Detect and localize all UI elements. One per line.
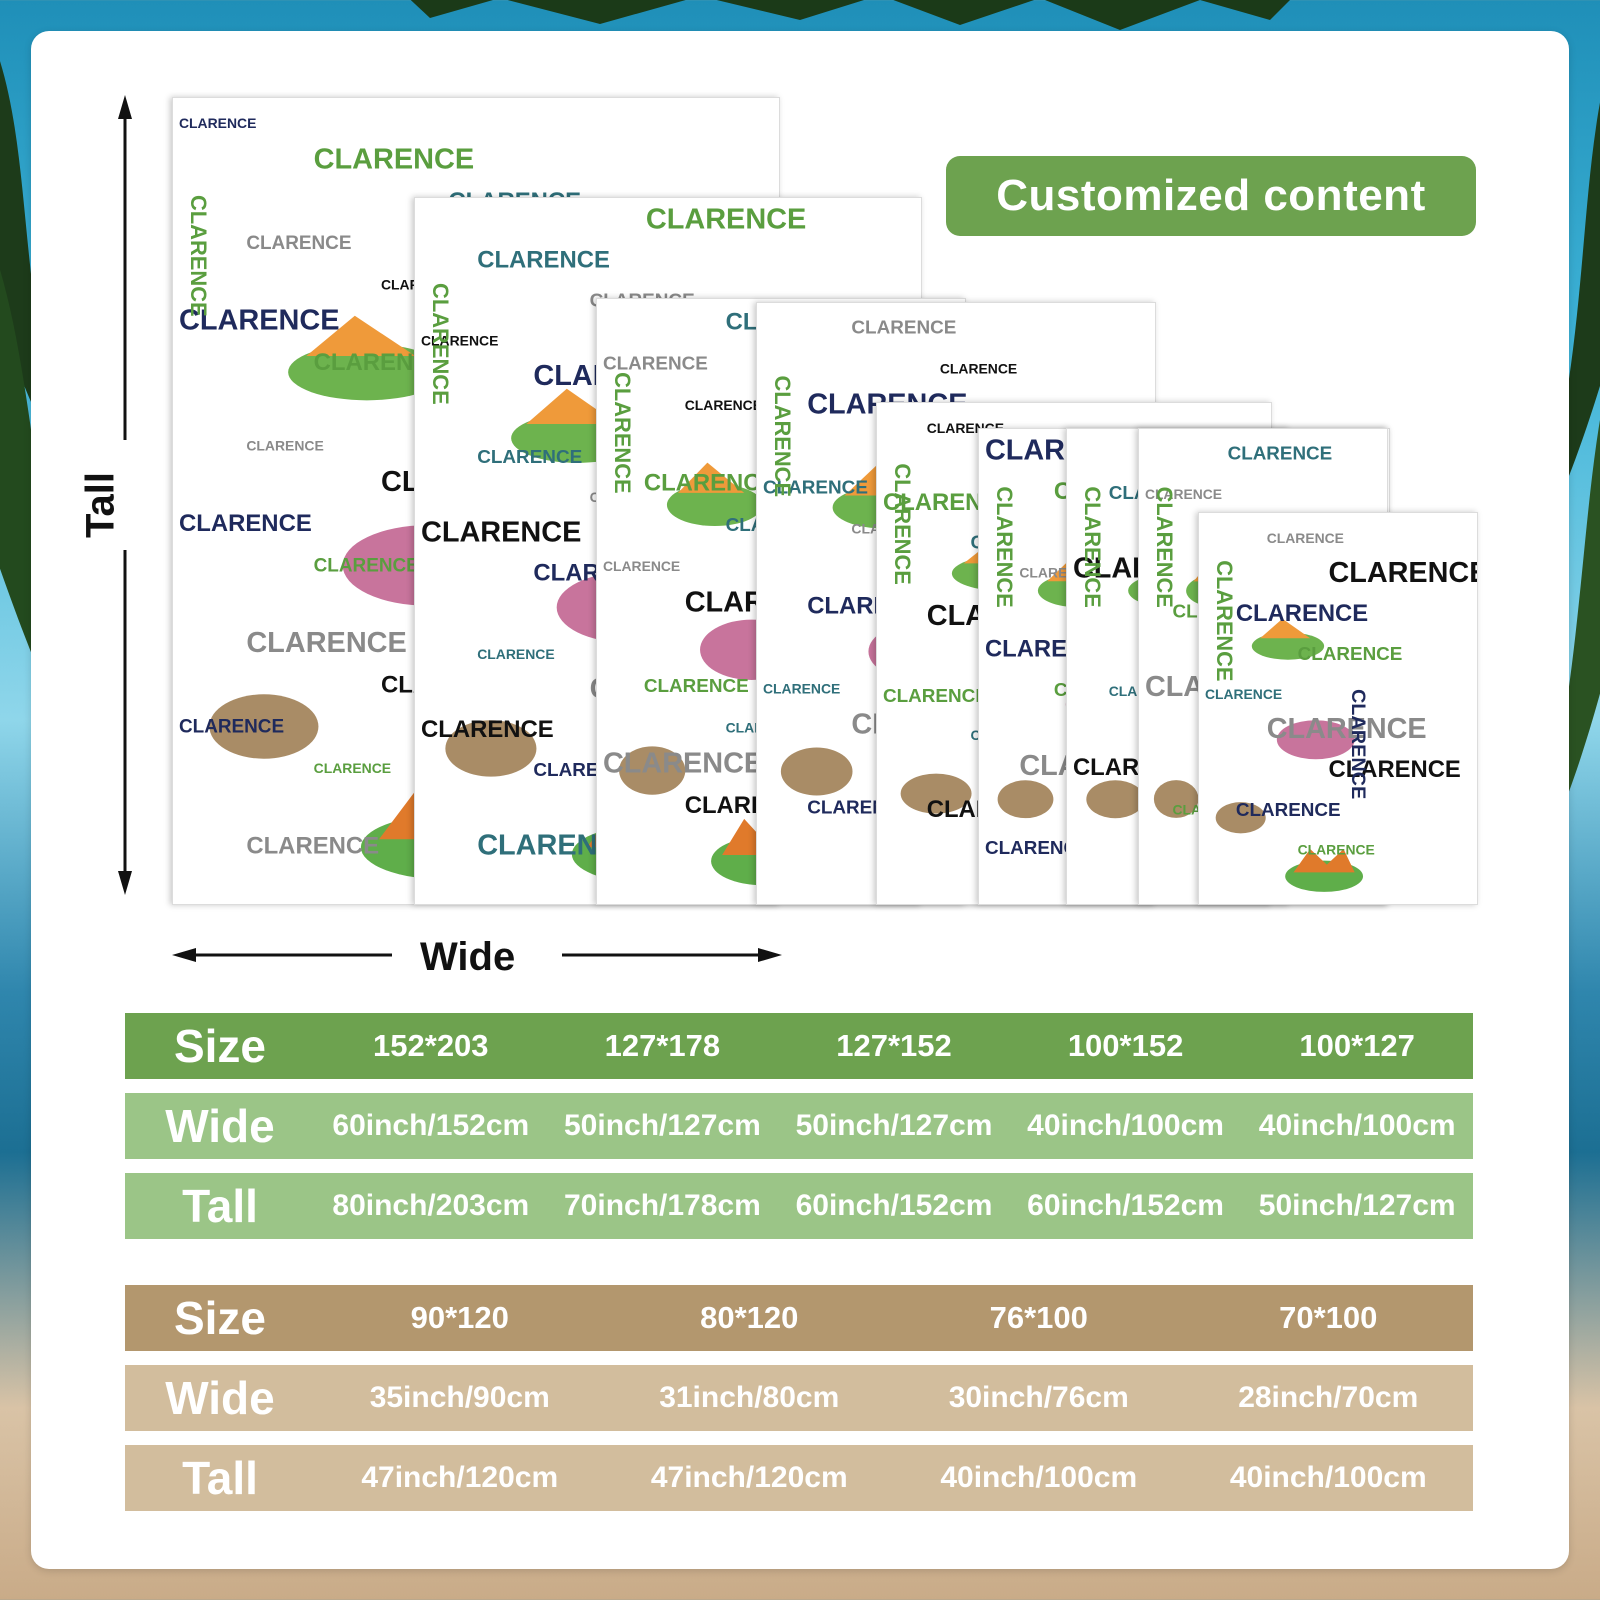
size-cell: 80*120 bbox=[700, 1300, 799, 1335]
svg-text:CLARENCE: CLARENCE bbox=[246, 832, 379, 859]
svg-text:CLARENCE: CLARENCE bbox=[644, 470, 777, 497]
wide-cell: 30inch/76cm bbox=[948, 1381, 1129, 1414]
tall-cell: 40inch/100cm bbox=[1229, 1461, 1427, 1494]
svg-text:CLARENCE: CLARENCE bbox=[1080, 486, 1105, 607]
wide-cell: 40inch/100cm bbox=[1027, 1109, 1224, 1142]
svg-text:CLARENCE: CLARENCE bbox=[1212, 560, 1237, 681]
svg-text:CLARENCE: CLARENCE bbox=[1236, 600, 1368, 627]
wide-cell: 60inch/152cm bbox=[332, 1109, 530, 1142]
wide-label: Wide bbox=[420, 935, 516, 979]
svg-text:CLARENCE: CLARENCE bbox=[646, 203, 806, 235]
svg-text:CLARENCE: CLARENCE bbox=[246, 627, 407, 659]
svg-text:CLARENCE: CLARENCE bbox=[1329, 756, 1461, 783]
brown-tall-row: Tall 47inch/120cm 47inch/120cm 40inch/10… bbox=[125, 1445, 1473, 1511]
svg-text:CLARENCE: CLARENCE bbox=[763, 680, 840, 696]
svg-text:CLARENCE: CLARENCE bbox=[477, 447, 582, 468]
svg-text:CLARENCE: CLARENCE bbox=[421, 333, 498, 349]
svg-text:CLARENCE: CLARENCE bbox=[985, 837, 1090, 858]
svg-text:CLARENCE: CLARENCE bbox=[314, 144, 475, 176]
svg-text:CLARENCE: CLARENCE bbox=[179, 510, 312, 537]
size-cell: 127*178 bbox=[604, 1028, 721, 1063]
tall-label: Tall bbox=[78, 472, 123, 538]
size-header: Size bbox=[173, 1020, 267, 1072]
tall-cell: 40inch/100cm bbox=[940, 1461, 1138, 1494]
wide-cell: 40inch/100cm bbox=[1258, 1109, 1456, 1142]
svg-text:CLARENCE: CLARENCE bbox=[1298, 842, 1375, 858]
tall-arrow-icon bbox=[118, 95, 132, 895]
tall-cell: 47inch/120cm bbox=[650, 1461, 848, 1494]
svg-text:CLARENCE: CLARENCE bbox=[1145, 486, 1222, 502]
svg-text:CLARENCE: CLARENCE bbox=[1205, 686, 1282, 702]
svg-text:CLARENCE: CLARENCE bbox=[851, 317, 956, 338]
svg-text:CLARENCE: CLARENCE bbox=[428, 283, 453, 405]
size-cell: 127*152 bbox=[836, 1028, 952, 1063]
svg-text:CLARENCE: CLARENCE bbox=[1298, 643, 1403, 664]
svg-text:CLARENCE: CLARENCE bbox=[1267, 713, 1427, 745]
svg-text:CLARENCE: CLARENCE bbox=[179, 115, 256, 131]
wide-header: Wide bbox=[165, 1100, 275, 1152]
wide-cell: 35inch/90cm bbox=[369, 1381, 550, 1414]
svg-text:CLARENCE: CLARENCE bbox=[1152, 487, 1177, 608]
svg-text:CLARENCE: CLARENCE bbox=[1329, 557, 1477, 589]
tall-cell: 60inch/152cm bbox=[1027, 1189, 1224, 1222]
wide-cell: 50inch/127cm bbox=[563, 1109, 761, 1142]
svg-text:CLARENCE: CLARENCE bbox=[1267, 530, 1344, 546]
svg-text:CLARENCE: CLARENCE bbox=[1228, 443, 1333, 464]
brown-wide-row: Wide 35inch/90cm 31inch/80cm 30inch/76cm… bbox=[125, 1365, 1473, 1431]
svg-text:CLARENCE: CLARENCE bbox=[246, 233, 351, 254]
svg-text:CLARENCE: CLARENCE bbox=[314, 760, 391, 776]
svg-text:CLARENCE: CLARENCE bbox=[477, 646, 554, 662]
size-cell: 152*203 bbox=[373, 1028, 489, 1063]
tall-cell: 50inch/127cm bbox=[1258, 1189, 1456, 1222]
size-cell: 90*120 bbox=[410, 1300, 509, 1335]
svg-text:CLARENCE: CLARENCE bbox=[179, 305, 340, 337]
green-wide-row: Wide 60inch/152cm 50inch/127cm 50inch/12… bbox=[125, 1093, 1473, 1159]
brown-size-row: Size 90*120 80*120 76*100 70*100 bbox=[125, 1285, 1473, 1351]
svg-text:CLARENCE: CLARENCE bbox=[610, 372, 635, 494]
tall-header: Tall bbox=[182, 1180, 258, 1232]
svg-text:CLARENCE: CLARENCE bbox=[940, 360, 1017, 376]
svg-text:CLARENCE: CLARENCE bbox=[246, 438, 323, 454]
svg-text:CLARENCE: CLARENCE bbox=[1347, 689, 1369, 799]
size-cell: 70*100 bbox=[1279, 1300, 1378, 1335]
svg-text:CLARENCE: CLARENCE bbox=[603, 354, 708, 375]
tall-cell: 47inch/120cm bbox=[361, 1461, 559, 1494]
customized-content-badge: Customized content bbox=[946, 156, 1476, 236]
svg-text:CLARENCE: CLARENCE bbox=[603, 748, 763, 780]
tall-cell: 80inch/203cm bbox=[332, 1189, 530, 1222]
tall-header: Tall bbox=[182, 1452, 258, 1504]
green-size-row: Size 152*203 127*178 127*152 100*152 100… bbox=[125, 1013, 1473, 1079]
svg-text:CLARENCE: CLARENCE bbox=[186, 195, 211, 317]
tall-cell: 70inch/178cm bbox=[563, 1189, 761, 1222]
svg-text:CLARENCE: CLARENCE bbox=[314, 555, 419, 576]
svg-text:CLARENCE: CLARENCE bbox=[179, 717, 284, 738]
svg-text:CLARENCE: CLARENCE bbox=[890, 463, 915, 585]
svg-text:CLARENCE: CLARENCE bbox=[477, 246, 610, 273]
svg-text:CLARENCE: CLARENCE bbox=[421, 716, 554, 743]
size-cell: 100*152 bbox=[1067, 1028, 1184, 1063]
size-header: Size bbox=[173, 1292, 267, 1344]
svg-text:CLARENCE: CLARENCE bbox=[421, 516, 581, 548]
green-tall-row: Tall 80inch/203cm 70inch/178cm 60inch/15… bbox=[125, 1173, 1473, 1239]
svg-text:CLARENCE: CLARENCE bbox=[770, 376, 795, 498]
wide-cell: 31inch/80cm bbox=[659, 1381, 840, 1414]
svg-text:CLARENCE: CLARENCE bbox=[992, 486, 1017, 607]
wide-cell: 50inch/127cm bbox=[795, 1109, 993, 1142]
svg-text:CLARENCE: CLARENCE bbox=[1236, 799, 1341, 820]
svg-text:CLARENCE: CLARENCE bbox=[685, 397, 762, 413]
svg-text:CLARENCE: CLARENCE bbox=[763, 477, 868, 498]
tall-cell: 60inch/152cm bbox=[795, 1189, 993, 1222]
wide-cell: 28inch/70cm bbox=[1238, 1381, 1419, 1414]
wide-arrow-icon bbox=[172, 948, 782, 962]
svg-text:CLARENCE: CLARENCE bbox=[883, 686, 988, 707]
size-cell: 76*100 bbox=[989, 1300, 1088, 1335]
svg-text:CLARENCE: CLARENCE bbox=[644, 676, 749, 697]
size-cell: 100*127 bbox=[1299, 1028, 1415, 1063]
svg-text:CLARENCE: CLARENCE bbox=[603, 558, 680, 574]
wide-header: Wide bbox=[165, 1372, 275, 1424]
